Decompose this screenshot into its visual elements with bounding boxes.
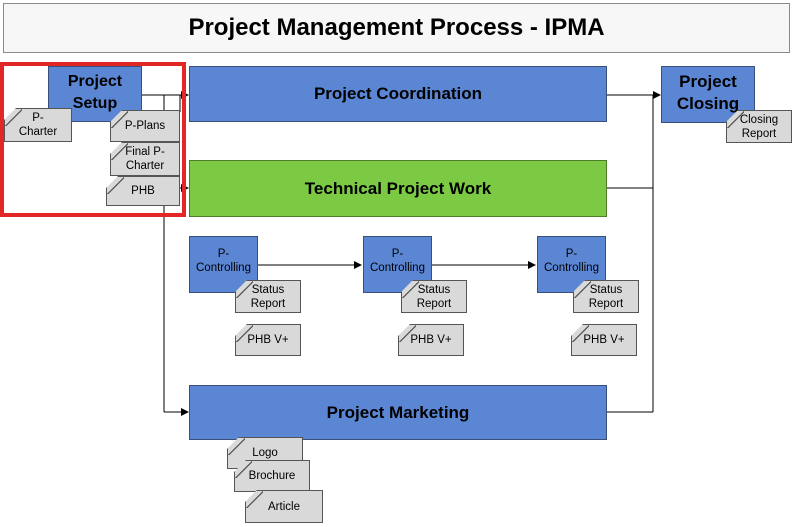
doc-status-report-2-label: Status Report bbox=[416, 283, 452, 310]
doc-phb-label: PHB bbox=[131, 185, 155, 197]
doc-article: Article bbox=[245, 490, 323, 523]
doc-status-report-1: Status Report bbox=[235, 280, 301, 313]
technical-project-work-box: Technical Project Work bbox=[189, 160, 607, 217]
doc-p-plans-label: P-Plans bbox=[124, 120, 166, 132]
doc-p-charter: P- Charter bbox=[4, 108, 72, 142]
doc-p-plans: P-Plans bbox=[110, 110, 180, 142]
doc-status-report-3: Status Report bbox=[573, 280, 639, 313]
project-coordination-box: Project Coordination bbox=[189, 66, 607, 122]
doc-brochure-label: Brochure bbox=[248, 470, 296, 482]
doc-phb-v-1: PHB V+ bbox=[235, 324, 301, 356]
doc-closing-report: Closing Report bbox=[726, 110, 792, 143]
project-marketing-box: Project Marketing bbox=[189, 385, 607, 440]
doc-final-p-charter: Final P- Charter bbox=[110, 142, 180, 176]
doc-status-report-2: Status Report bbox=[401, 280, 467, 313]
doc-phb-v-2-label: PHB V+ bbox=[410, 334, 452, 346]
doc-article-label: Article bbox=[268, 500, 300, 513]
doc-logo-label: Logo bbox=[252, 447, 278, 459]
doc-phb-v-2: PHB V+ bbox=[398, 324, 464, 356]
doc-phb-v-1-label: PHB V+ bbox=[247, 334, 289, 346]
doc-final-p-charter-label: Final P- Charter bbox=[125, 146, 165, 172]
doc-p-charter-label: P- Charter bbox=[18, 112, 58, 138]
doc-status-report-3-label: Status Report bbox=[588, 283, 624, 310]
doc-phb: PHB bbox=[106, 176, 180, 206]
doc-brochure: Brochure bbox=[234, 460, 310, 492]
diagram-title: Project Management Process - IPMA bbox=[3, 3, 790, 53]
doc-status-report-1-label: Status Report bbox=[250, 283, 286, 310]
doc-phb-v-3: PHB V+ bbox=[571, 324, 637, 356]
doc-closing-report-label: Closing Report bbox=[739, 113, 779, 140]
doc-phb-v-3-label: PHB V+ bbox=[583, 334, 625, 346]
